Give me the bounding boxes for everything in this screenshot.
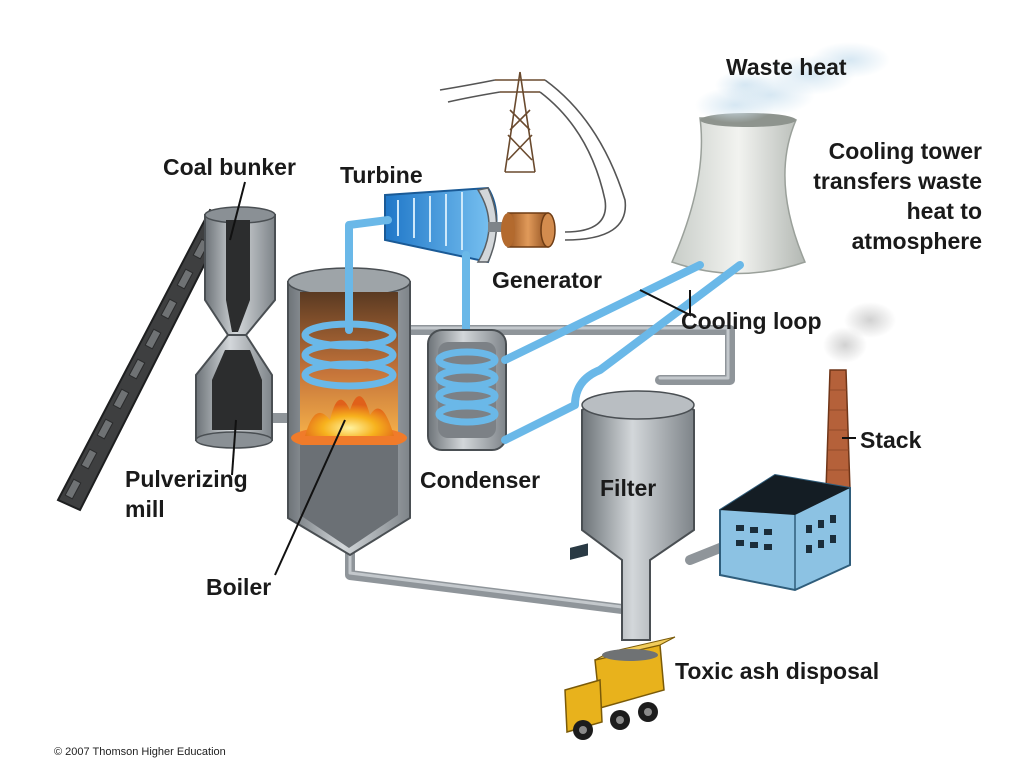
copyright-notice: © 2007 Thomson Higher Education: [54, 746, 226, 758]
toxic-ash-disposal-label: Toxic ash disposal: [675, 658, 880, 684]
transmission-tower: [439, 71, 627, 241]
pulverizing-mill-label-line1: Pulverizing: [125, 466, 248, 492]
leader-lines: [229, 181, 856, 576]
cooling-loop-pipes: [501, 261, 744, 444]
cooling-tower-label-line2: transfers waste: [813, 168, 982, 194]
generator-label: Generator: [492, 267, 602, 293]
pulverizing-mill-label-line2: mill: [125, 496, 165, 522]
turbine-label: Turbine: [340, 162, 423, 188]
power-building: [719, 473, 851, 592]
filter: [581, 390, 695, 641]
filter-label: Filter: [600, 475, 657, 501]
cooling-loop-label: Cooling loop: [681, 308, 822, 334]
cooling-tower-label-line1: Cooling tower: [828, 138, 982, 164]
pulverizing-mill: [195, 334, 273, 449]
waste-heat-label: Waste heat: [726, 54, 847, 80]
pulverizing-mill-label: Pulverizing mill: [125, 464, 248, 524]
stack-label: Stack: [860, 427, 922, 453]
coal-bunker-label: Coal bunker: [163, 154, 296, 180]
condenser-label: Condenser: [420, 467, 541, 493]
boiler-label: Boiler: [206, 574, 272, 600]
stack: [823, 302, 896, 491]
turbine: [384, 186, 508, 264]
generator: [501, 212, 556, 248]
cooling-tower-label-line3: heat to: [906, 198, 982, 224]
cooling-tower-label-line4: atmosphere: [851, 228, 982, 254]
waste-heat-steam: [695, 42, 890, 123]
cooling-tower-label: Cooling tower transfers waste heat to at…: [782, 136, 982, 256]
ash-truck: [564, 543, 676, 740]
condenser: [427, 329, 507, 451]
coal-bunker: [204, 206, 276, 336]
